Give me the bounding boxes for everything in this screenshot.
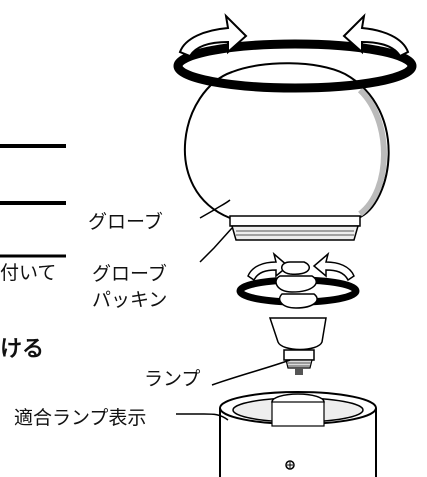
leader-lines bbox=[176, 199, 291, 421]
label-lamp: ランプ bbox=[144, 368, 200, 390]
label-packing-line2: パッキン bbox=[92, 289, 167, 311]
globe-rotation-ring bbox=[173, 39, 417, 93]
globe bbox=[183, 62, 390, 241]
rotation-arrow-right-icon bbox=[342, 13, 410, 58]
text-fragment-1: 付いて bbox=[0, 262, 56, 284]
spiral-lamp bbox=[268, 261, 327, 375]
socket-base bbox=[219, 391, 377, 477]
left-page-fragment bbox=[0, 144, 66, 258]
label-lamp-indicator: 適合ランプ表示 bbox=[14, 407, 146, 429]
rotation-arrow-left-icon bbox=[178, 13, 248, 58]
label-packing-line1: グローブ bbox=[92, 262, 167, 285]
text-fragment-2: ける bbox=[0, 337, 44, 362]
label-globe: グローブ bbox=[88, 210, 163, 233]
